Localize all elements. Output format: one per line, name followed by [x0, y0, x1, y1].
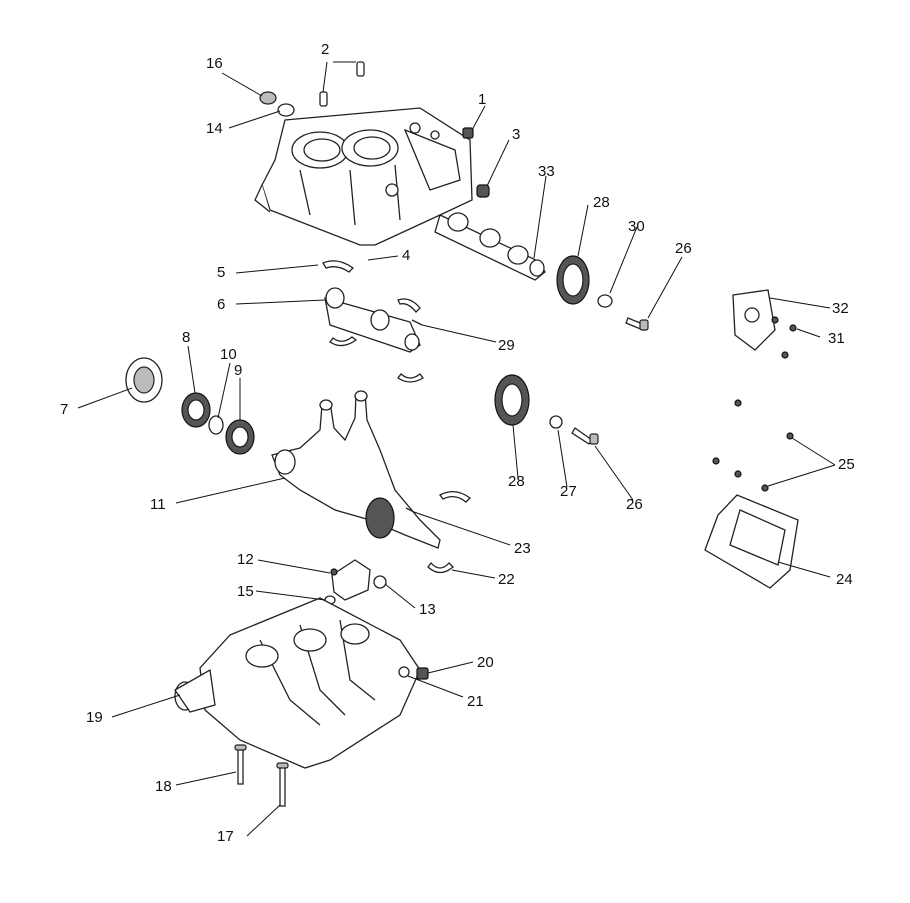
callout-22: 22 [498, 571, 515, 588]
callout-16: 16 [206, 55, 223, 72]
callout-labels: 1 2 3 4 5 6 7 8 9 10 11 12 13 14 15 16 1… [60, 41, 855, 845]
callout-26-top: 26 [675, 240, 692, 257]
balancer-gear [494, 374, 530, 426]
callout-6: 6 [217, 296, 225, 313]
callout-4: 4 [402, 247, 410, 264]
callout-32: 32 [832, 300, 849, 317]
callout-30: 30 [628, 218, 645, 235]
callout-33: 33 [538, 163, 555, 180]
seal-rings-upper [259, 91, 295, 117]
left-seals-and-bearings [125, 357, 255, 455]
callout-8: 8 [182, 329, 190, 346]
callout-9: 9 [234, 362, 242, 379]
callout-27: 27 [560, 483, 577, 500]
callout-3: 3 [512, 126, 520, 143]
callout-29: 29 [498, 337, 515, 354]
callout-11: 11 [150, 496, 166, 513]
callout-12: 12 [237, 551, 254, 568]
oil-screen [704, 399, 799, 589]
leader-lines [77, 61, 836, 837]
callout-25: 25 [838, 456, 855, 473]
callout-31: 31 [828, 330, 845, 347]
washer-and-bolt-top [597, 294, 649, 331]
callout-7: 7 [60, 401, 68, 418]
callout-21: 21 [467, 693, 484, 710]
callout-24: 24 [836, 571, 853, 588]
bearing-shells-and-balancer [322, 260, 424, 383]
callout-23: 23 [514, 540, 531, 557]
camshaft [434, 212, 546, 281]
fitting-parts [462, 127, 490, 198]
washer-and-bolt-mid [549, 415, 599, 445]
crankshaft [271, 390, 441, 549]
callout-15: 15 [237, 583, 254, 600]
long-bolts [234, 744, 289, 807]
callout-28-mid: 28 [508, 473, 525, 490]
upper-crankcase [254, 107, 473, 246]
callout-1: 1 [478, 91, 486, 108]
callout-10: 10 [220, 346, 237, 363]
lower-crankcase [174, 597, 421, 769]
callout-18: 18 [155, 778, 172, 795]
callout-28-top: 28 [593, 194, 610, 211]
callout-19: 19 [86, 709, 103, 726]
callout-5: 5 [217, 264, 225, 281]
drain-plug-and-washer [398, 666, 429, 680]
cam-gear [556, 255, 590, 305]
cover-plate [732, 289, 797, 359]
callout-13: 13 [419, 601, 436, 618]
callout-17: 17 [217, 828, 234, 845]
callout-2: 2 [321, 41, 329, 58]
dowel-pins [319, 61, 365, 107]
oil-pickup [324, 559, 387, 605]
callout-20: 20 [477, 654, 494, 671]
bearing-shells-lower [405, 491, 471, 574]
callout-14: 14 [206, 120, 223, 137]
callout-26-mid: 26 [626, 496, 643, 513]
